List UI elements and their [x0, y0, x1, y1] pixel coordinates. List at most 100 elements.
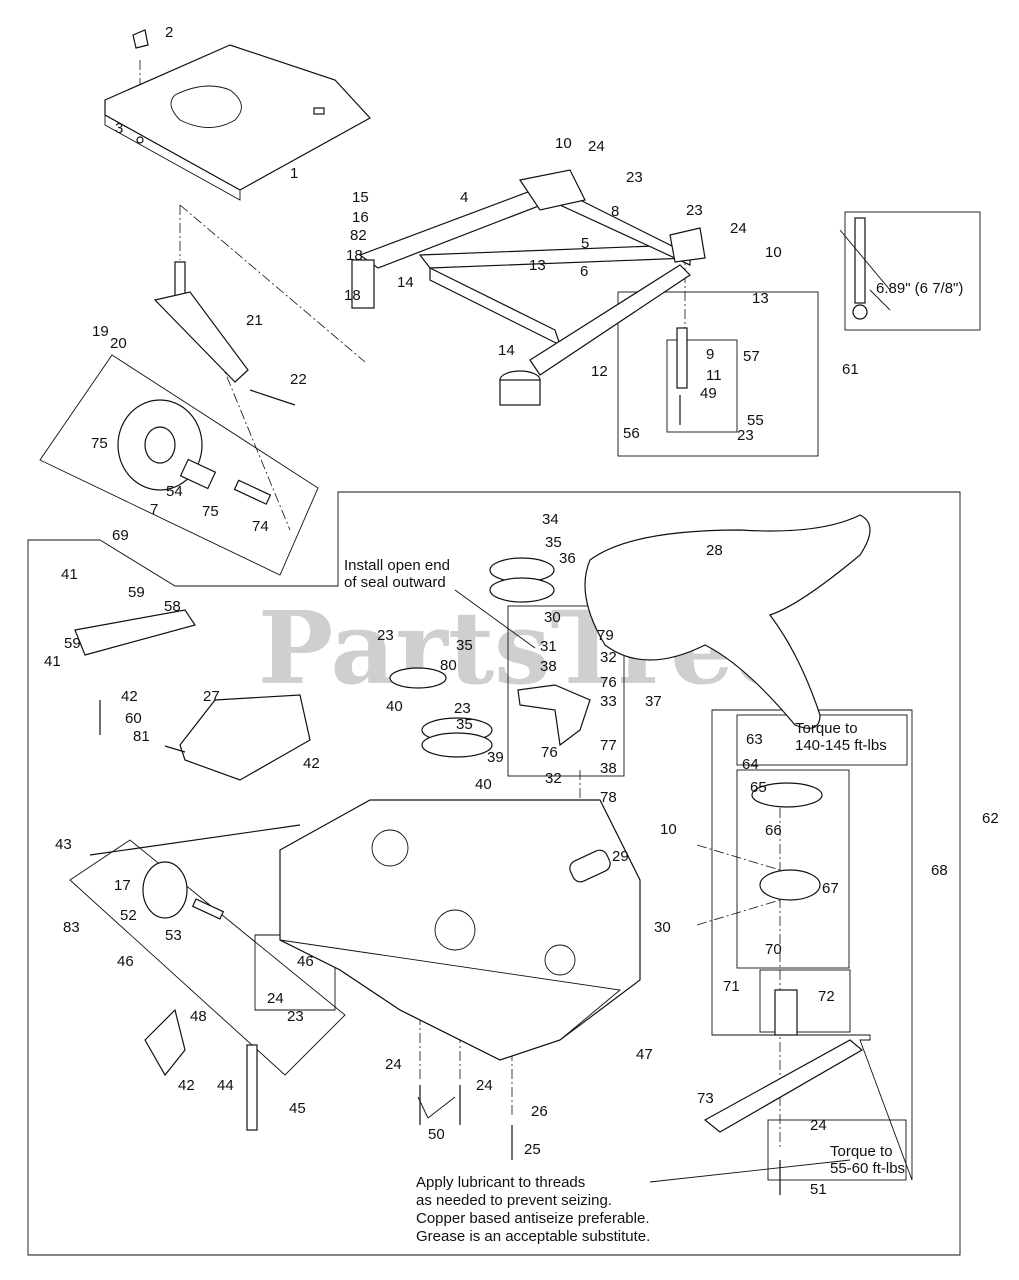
notes: Install open end of seal outward 6.89" (… [344, 280, 963, 1245]
part-number-callout: 26 [531, 1103, 548, 1120]
part-number-callout: 75 [202, 503, 219, 520]
part-number-callout: 10 [660, 821, 677, 838]
torque-bottom-line-2: 55-60 ft-lbs [830, 1160, 905, 1177]
screw-part-3 [136, 136, 144, 144]
part-number-callout: 53 [165, 927, 182, 944]
part-number-callout: 32 [600, 649, 617, 666]
part-number-callout: 40 [475, 776, 492, 793]
wheel-hub [144, 426, 176, 464]
part-number-callout: 65 [750, 779, 767, 796]
deck-bracket-48 [144, 1008, 186, 1077]
part-number-callout: 42 [121, 688, 138, 705]
pulleys [389, 557, 823, 1036]
part-number-callout: 80 [440, 657, 457, 674]
part-number-callout: 47 [636, 1046, 653, 1063]
part-number-callout: 75 [91, 435, 108, 452]
part-number-callout: 52 [120, 907, 137, 924]
part-number-callout: 28 [706, 542, 723, 559]
part-number-callout: 27 [203, 688, 220, 705]
part-number-callout: 14 [498, 342, 515, 359]
discharge-chute [179, 694, 311, 781]
mower-blade [703, 1039, 864, 1133]
torque-top-line-2: 140-145 ft-lbs [795, 737, 887, 754]
part-number-callout: 42 [178, 1077, 195, 1094]
lubricant-note-line-1: Apply lubricant to threads [416, 1174, 585, 1191]
spindle-group-frame [711, 709, 913, 1181]
frame-bracket-rear [519, 169, 586, 211]
seal-note-line-1: Install open end [344, 557, 450, 574]
part-number-callout: 67 [822, 880, 839, 897]
part-number-callout: 38 [600, 760, 617, 777]
part-number-callout: 46 [297, 953, 314, 970]
part-number-callout: 30 [544, 609, 561, 626]
frame-bracket-side [669, 227, 706, 263]
part-number-callout: 3 [115, 120, 123, 137]
part-number-callout: 35 [545, 534, 562, 551]
torque-top-line-1: Torque to [795, 720, 858, 737]
part-number-callout: 24 [385, 1056, 402, 1073]
part-number-callout: 23 [686, 202, 703, 219]
part-number-callout: 10 [555, 135, 572, 152]
part-number-callout: 41 [44, 653, 61, 670]
clip-part-2 [132, 29, 149, 49]
idler-arm [517, 684, 591, 747]
gauge-frame [844, 211, 981, 331]
deck-assembly-frame [27, 491, 961, 1256]
wheel-bearing [179, 458, 217, 490]
part-number-callout: 12 [591, 363, 608, 380]
part-number-callout: 30 [654, 919, 671, 936]
part-number-callout: 81 [133, 728, 150, 745]
part-number-callout: 37 [645, 693, 662, 710]
deck-hanger-rod [89, 824, 301, 856]
part-number-callout: 48 [190, 1008, 207, 1025]
caster-wheel [117, 399, 272, 505]
part-number-callout: 23 [377, 627, 394, 644]
part-number-callout: 21 [246, 312, 263, 329]
caster-wheel-group-frame [39, 354, 319, 576]
baffle-plate [74, 609, 196, 656]
spindle-shaft-71 [774, 989, 798, 1036]
idler-pulley-36-bottom [489, 577, 555, 603]
caster-arm [153, 261, 296, 406]
part-number-callout: 11 [706, 367, 722, 384]
part-number-callout: 24 [476, 1077, 493, 1094]
group-frames [27, 211, 981, 1256]
spindle-shaft-frame [759, 969, 851, 1033]
gauge-dimension: 6.89" (6 7/8") [876, 280, 963, 297]
part-number-callout: 5 [581, 235, 589, 252]
part-number-callout: 79 [597, 627, 614, 644]
part-number-callout: 63 [746, 731, 763, 748]
part-number-callout: 45 [289, 1100, 306, 1117]
part-number-callout: 16 [352, 209, 369, 226]
part-number-callout: 24 [810, 1117, 827, 1134]
height-pin [676, 217, 868, 425]
part-number-callout: 69 [112, 527, 129, 544]
top-cover [104, 44, 371, 201]
part-number-callout: 23 [454, 700, 471, 717]
part-number-callout: 76 [600, 674, 617, 691]
wheel-spacer [233, 479, 272, 505]
part-number-callout: 42 [303, 755, 320, 772]
part-number-callout: 40 [386, 698, 403, 715]
part-number-callout: 71 [723, 978, 740, 995]
part-number-callout: 8 [611, 203, 619, 220]
deck-spindle-hole-center [434, 909, 476, 951]
part-number-callout: 34 [542, 511, 559, 528]
part-number-callout: 35 [456, 716, 473, 733]
part-number-callout: 4 [460, 189, 468, 206]
part-number-callout: 41 [61, 566, 78, 583]
part-number-callout: 56 [623, 425, 640, 442]
part-number-callout: 15 [352, 189, 369, 206]
part-number-callout: 13 [529, 257, 546, 274]
part-number-callout: 51 [810, 1181, 827, 1198]
part-number-callout: 82 [350, 227, 367, 244]
torque-bottom-line-1: Torque to [830, 1143, 893, 1160]
part-number-callout: 61 [842, 361, 859, 378]
part-number-callout: 64 [742, 756, 759, 773]
alignment-lines [139, 60, 781, 1150]
part-number-callout: 62 [982, 810, 999, 827]
part-number-callout: 32 [545, 770, 562, 787]
part-number-callout: 49 [700, 385, 717, 402]
part-number-callout: 35 [456, 637, 473, 654]
part-number-callout: 83 [63, 919, 80, 936]
